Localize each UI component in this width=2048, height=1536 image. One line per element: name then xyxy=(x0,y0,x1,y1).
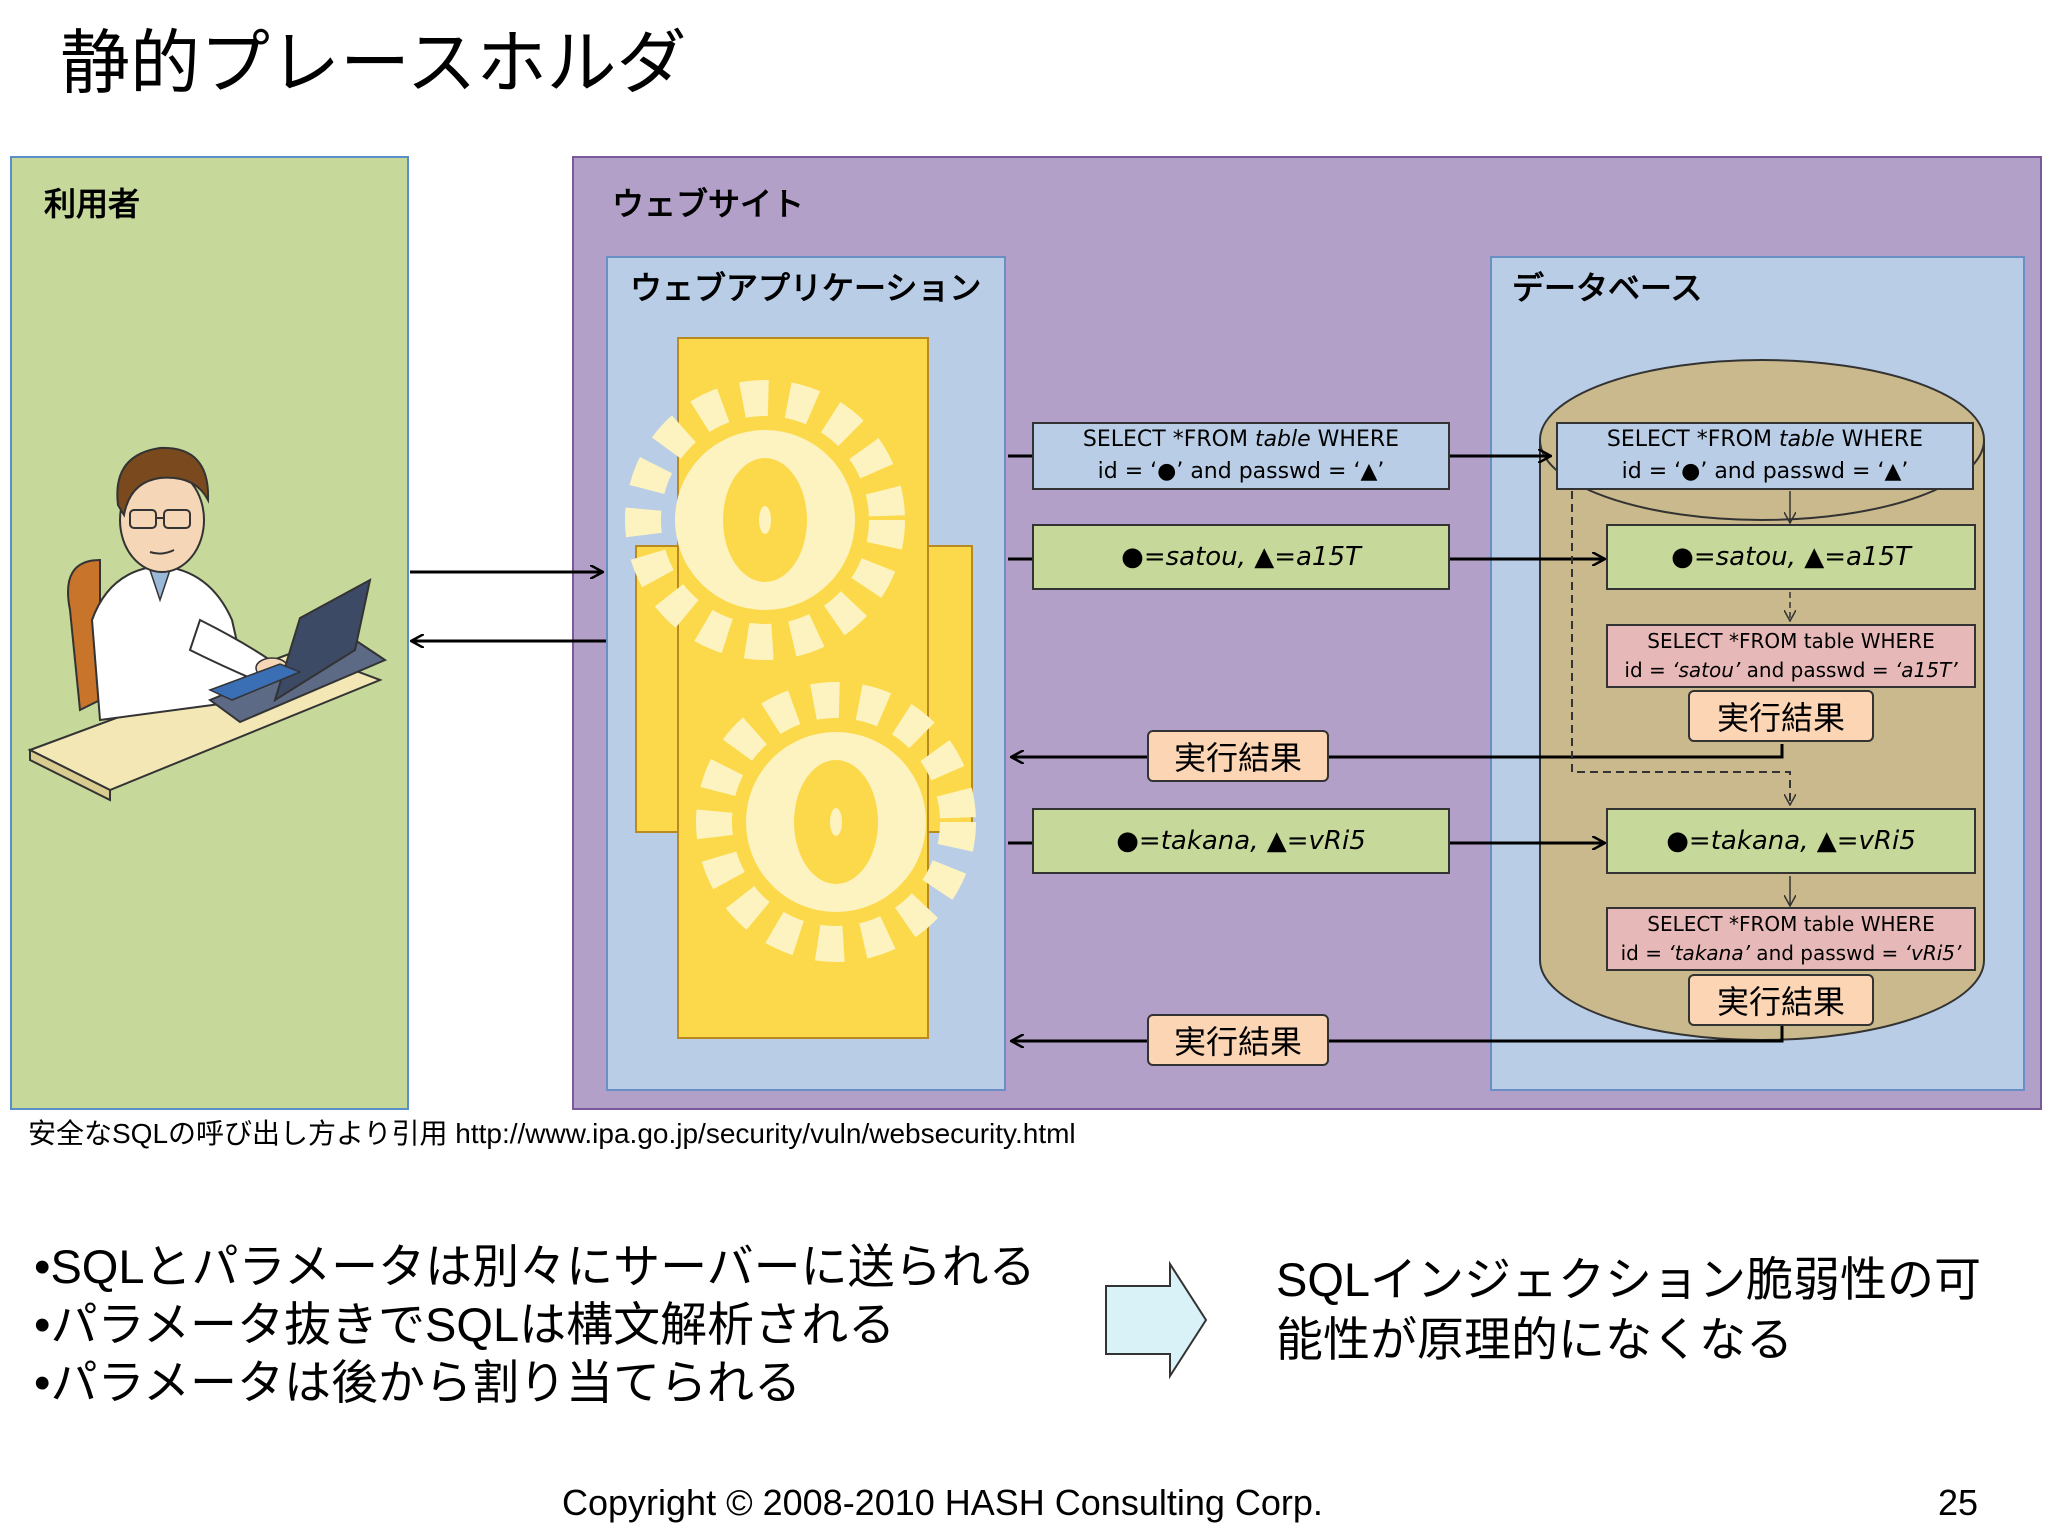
executed-sql-1-line2: id = ‘satou’ and passwd = ‘a15T’ xyxy=(1624,658,1958,682)
website-label: ウェブサイト xyxy=(612,185,805,223)
bullet-2: •パラメータ抜きでSQLは構文解析される xyxy=(34,1298,896,1351)
web-application-label: ウェブアプリケーション xyxy=(630,269,982,307)
gear-icon xyxy=(696,682,976,962)
db-result-box-1: 実行結果 xyxy=(1688,690,1874,742)
params-box-2: ●=takana, ▲=vRi5 xyxy=(1032,808,1450,874)
user-at-computer-illustration xyxy=(27,446,388,802)
executed-sql-2-line1: SELECT *FROM table WHERE xyxy=(1647,912,1935,936)
sql-template-line1: SELECT *FROM table WHERE xyxy=(1082,427,1400,452)
bullet-1: •SQLとパラメータは別々にサーバーに送られる xyxy=(34,1240,1036,1293)
db-sql-template-line1: SELECT *FROM table WHERE xyxy=(1606,427,1924,452)
conclusion-arrow-icon xyxy=(1105,1260,1208,1380)
bullet-3: •パラメータは後から割り当てられる xyxy=(34,1356,802,1409)
page-number: 25 xyxy=(1938,1482,1979,1523)
citation-text: 安全なSQLの呼び出し方より引用 http://www.ipa.go.jp/se… xyxy=(28,1118,1076,1149)
executed-sql-box-1: SELECT *FROM table WHERE id = ‘satou’ an… xyxy=(1606,624,1976,688)
database-label: データベース xyxy=(1512,269,1703,307)
executed-sql-1-line1: SELECT *FROM table WHERE xyxy=(1647,629,1935,653)
copyright: Copyright © 2008-2010 HASH Consulting Co… xyxy=(562,1482,1323,1523)
db-params-box-2: ●=takana, ▲=vRi5 xyxy=(1606,808,1976,874)
params-box-1: ●=satou, ▲=a15T xyxy=(1032,524,1450,590)
sql-template-line2: id = ‘●’ and passwd = ‘▲’ xyxy=(1097,459,1385,484)
db-sql-template-box: SELECT *FROM table WHERE id = ‘●’ and pa… xyxy=(1556,422,1974,490)
db-result-box-2: 実行結果 xyxy=(1688,974,1874,1026)
sql-template-box: SELECT *FROM table WHERE id = ‘●’ and pa… xyxy=(1032,422,1450,490)
result-box-2: 実行結果 xyxy=(1147,1014,1329,1066)
db-params-box-1: ●=satou, ▲=a15T xyxy=(1606,524,1976,590)
app-engine-illustration xyxy=(625,337,976,1039)
conclusion-line-2: 能性が原理的になくなる xyxy=(1276,1313,1793,1366)
slide-title: 静的プレースホルダ xyxy=(60,22,687,104)
executed-sql-2-line2: id = ‘takana’ and passwd = ‘vRi5’ xyxy=(1620,941,1962,965)
flow-arrows xyxy=(410,456,1790,1041)
user-label: 利用者 xyxy=(44,185,141,223)
gear-icon xyxy=(625,380,905,660)
db-sql-template-line2: id = ‘●’ and passwd = ‘▲’ xyxy=(1621,459,1909,484)
result-box-1: 実行結果 xyxy=(1147,730,1329,782)
executed-sql-box-2: SELECT *FROM table WHERE id = ‘takana’ a… xyxy=(1606,907,1976,971)
conclusion-line-1: SQLインジェクション脆弱性の可 xyxy=(1276,1253,1982,1306)
